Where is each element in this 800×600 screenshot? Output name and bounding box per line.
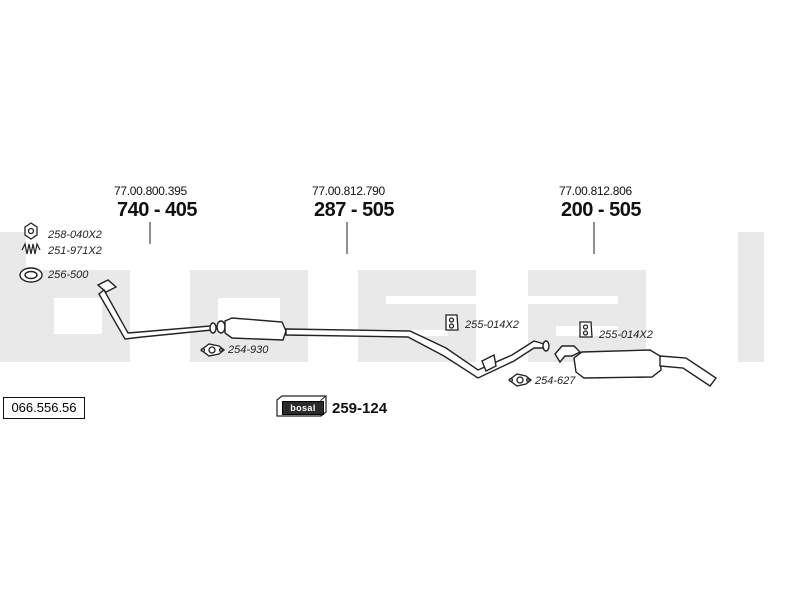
accessory-code-hanger-2[interactable]: 255-014X2 [599,329,653,341]
accessory-code-nut[interactable]: 258-040X2 [48,229,102,241]
kit-code[interactable]: 259-124 [332,400,388,417]
accessory-code-hanger-1[interactable]: 255-014X2 [465,319,519,331]
accessory-code-flange-gasket-1[interactable]: 254-930 [228,344,269,356]
part-number-3[interactable]: 200 - 505 [561,199,642,221]
oem-number-1: 77.00.800.395 [114,184,187,198]
center-silencer-287-505 [216,317,550,379]
part-number-1[interactable]: 740 - 405 [117,199,198,221]
bosal-box-logo: bosal [282,401,324,415]
nut-icon [24,222,38,240]
rear-silencer-200-505 [554,345,718,387]
front-pipe-740-405 [96,279,217,340]
oem-number-2: 77.00.812.790 [312,184,385,198]
rubber-hanger-icon [445,314,459,331]
oem-number-3: 77.00.812.806 [559,184,632,198]
spring-icon [21,242,41,255]
accessory-code-spring[interactable]: 251-971X2 [48,245,102,257]
flange-gasket-icon [199,343,226,357]
gasket-ring-icon [19,267,43,283]
accessory-code-gasket-ring[interactable]: 256-500 [48,269,89,281]
rubber-hanger-icon [579,321,593,338]
accessory-code-flange-gasket-2[interactable]: 254-627 [535,375,576,387]
flange-gasket-icon [507,373,533,387]
catalog-number: 066.556.56 [3,397,85,419]
part-number-2[interactable]: 287 - 505 [314,199,395,221]
bosal-watermark-logo [0,232,764,362]
